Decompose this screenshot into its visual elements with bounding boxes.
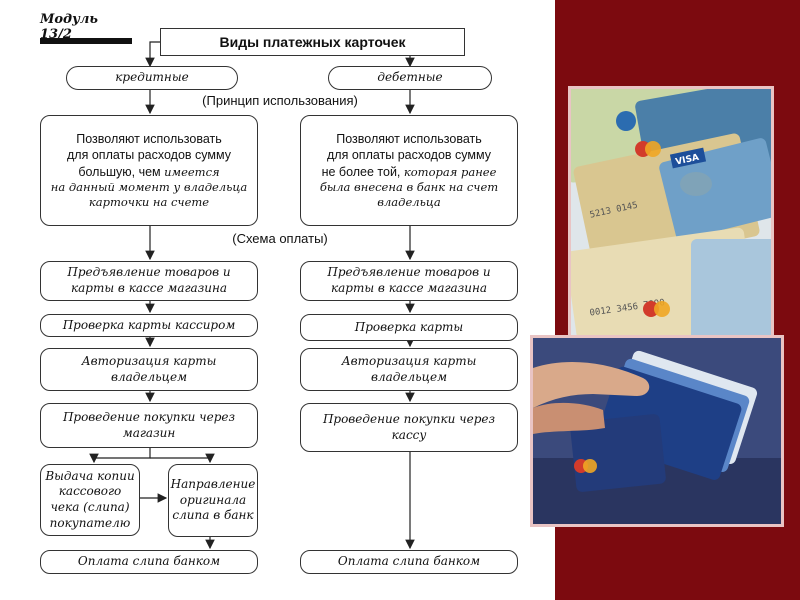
module-label: Модуль 13/2 [40,12,132,44]
scheme-label: (Схема оплаты) [232,231,328,246]
debit-step-present-goods: Предъявление товаров и карты в кассе маг… [300,261,518,301]
debit-desc-line-5: владельца [377,194,441,209]
credit-desc-line-2: для оплаты расходов сумму [67,148,231,163]
credit-description-node: Позволяют использовать для оплаты расход… [40,115,258,226]
connector-title-left [145,41,160,68]
credit-cards-node: кредитные [66,66,238,90]
credit-step-purchase: Проведение покупки через магазин [40,403,258,448]
credit-desc-line-3a: большую, чем [78,164,165,179]
credit-desc-line-5: карточки на счете [88,194,210,209]
credit-step-authorization: Авторизация карты владельцем [40,348,258,391]
credit-desc-line-3: большую, чем имеется [78,164,219,180]
debit-desc-line-2: для оплаты расходов сумму [327,148,491,163]
debit-desc-line-3: не более той, которая ранее [322,164,497,180]
diagram-title: Виды платежных карточек [160,28,465,56]
debit-desc-line-3a: не более той, [321,164,404,179]
credit-step-present-goods: Предъявление товаров и карты в кассе маг… [40,261,258,301]
principle-label: (Принцип использования) [202,93,358,108]
credit-desc-line-1: Позволяют использовать [76,132,222,147]
credit-step-cashier-check: Проверка карты кассиром [40,314,258,337]
flow-connectors [89,41,465,550]
debit-step-authorization: Авторизация карты владельцем [300,348,518,391]
debit-description-node: Позволяют использовать для оплаты расход… [300,115,518,226]
debit-step-bank-payment: Оплата слипа банком [300,550,518,574]
debit-desc-line-3b: которая ранее [403,164,497,179]
debit-step-purchase: Проведение покупки через кассу [300,403,518,452]
debit-step-card-check: Проверка карты [300,314,518,341]
credit-cards-illustration: VISA 5213 0145 0012 3456 7890 [571,89,771,341]
connector-left-s4-s5 [89,448,151,464]
credit-desc-line-4: на данный момент у владельца [50,179,248,194]
credit-cards-photo: VISA 5213 0145 0012 3456 7890 [568,86,774,344]
credit-step-slip-copy: Выдача копии кассового чека (слипа) поку… [40,464,140,536]
hand-cards-photo [530,335,784,527]
debit-desc-line-1: Позволяют использовать [336,132,482,147]
visa-logo-text: VISA [675,153,700,168]
connector-left-s4-s6 [150,453,215,464]
debit-cards-node: дебетные [328,66,492,90]
credit-step-bank-payment: Оплата слипа банком [40,550,258,574]
credit-step-slip-to-bank: Направление оригинала слипа в банк [168,464,258,537]
credit-desc-line-3b: имеется [164,164,220,179]
hand-cards-illustration [533,338,781,524]
debit-desc-line-4: была внесена в банк на счет [319,179,499,194]
